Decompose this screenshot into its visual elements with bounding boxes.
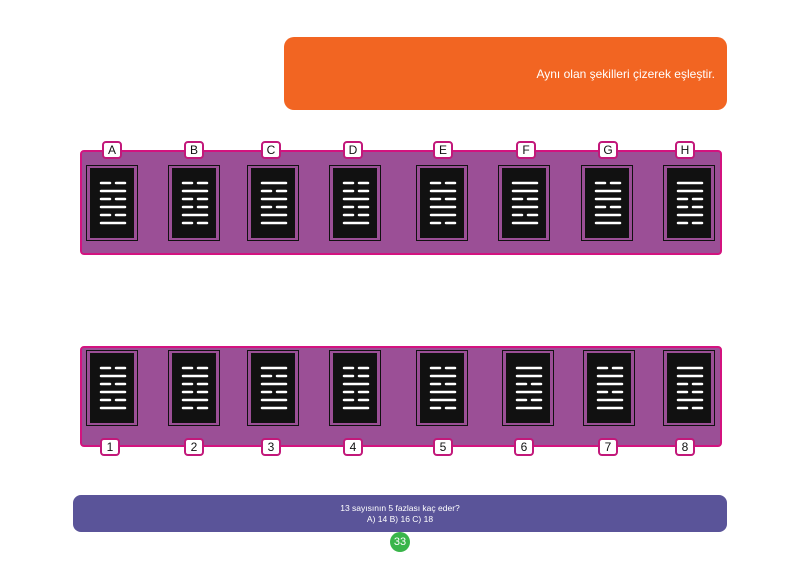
label-bottom-3: 3 — [261, 438, 281, 456]
shape-card-g[interactable] — [581, 165, 633, 241]
dash-pattern-icon — [99, 366, 127, 410]
label-bottom-8: 8 — [675, 438, 695, 456]
shape-card-3[interactable] — [247, 350, 299, 426]
label-top-f: F — [516, 141, 536, 159]
shape-card-d[interactable] — [329, 165, 381, 241]
label-top-b: B — [184, 141, 204, 159]
question-options: A) 14 B) 16 C) 18 — [366, 513, 434, 524]
label-bottom-7: 7 — [598, 438, 618, 456]
label-bottom-1: 1 — [100, 438, 120, 456]
instruction-banner: Aynı olan şekilleri çizerek eşleştir. — [284, 37, 727, 110]
page-number: 33 — [390, 532, 410, 552]
shape-card-c[interactable] — [247, 165, 299, 241]
label-top-g: G — [598, 141, 618, 159]
dash-pattern-icon — [181, 366, 209, 410]
dash-pattern-icon — [260, 181, 288, 225]
label-top-c: C — [261, 141, 281, 159]
label-top-d: D — [343, 141, 363, 159]
shape-card-e[interactable] — [416, 165, 468, 241]
shape-card-6[interactable] — [502, 350, 554, 426]
shape-card-7[interactable] — [583, 350, 635, 426]
dash-pattern-icon — [676, 366, 704, 410]
shape-card-1[interactable] — [86, 350, 138, 426]
label-bottom-6: 6 — [514, 438, 534, 456]
instruction-text: Aynı olan şekilleri çizerek eşleştir. — [536, 66, 715, 81]
dash-pattern-icon — [676, 181, 704, 225]
shape-card-8[interactable] — [663, 350, 715, 426]
shape-card-4[interactable] — [329, 350, 381, 426]
shape-card-5[interactable] — [416, 350, 468, 426]
question-box: 13 sayısının 5 fazlası kaç eder? A) 14 B… — [73, 495, 727, 532]
dash-pattern-icon — [181, 181, 209, 225]
dash-pattern-icon — [429, 181, 457, 225]
label-top-e: E — [433, 141, 453, 159]
dash-pattern-icon — [596, 366, 624, 410]
question-text: 13 sayısının 5 fazlası kaç eder? — [340, 502, 460, 513]
dash-pattern-icon — [99, 181, 127, 225]
shape-card-a[interactable] — [86, 165, 138, 241]
label-bottom-4: 4 — [343, 438, 363, 456]
dash-pattern-icon — [429, 366, 457, 410]
label-bottom-2: 2 — [184, 438, 204, 456]
label-top-a: A — [102, 141, 122, 159]
label-top-h: H — [675, 141, 695, 159]
dash-pattern-icon — [260, 366, 288, 410]
shape-card-2[interactable] — [168, 350, 220, 426]
shape-card-h[interactable] — [663, 165, 715, 241]
shape-card-f[interactable] — [498, 165, 550, 241]
dash-pattern-icon — [515, 366, 543, 410]
label-bottom-5: 5 — [433, 438, 453, 456]
dash-pattern-icon — [511, 181, 539, 225]
dash-pattern-icon — [342, 366, 370, 410]
shape-card-b[interactable] — [168, 165, 220, 241]
dash-pattern-icon — [594, 181, 622, 225]
dash-pattern-icon — [342, 181, 370, 225]
